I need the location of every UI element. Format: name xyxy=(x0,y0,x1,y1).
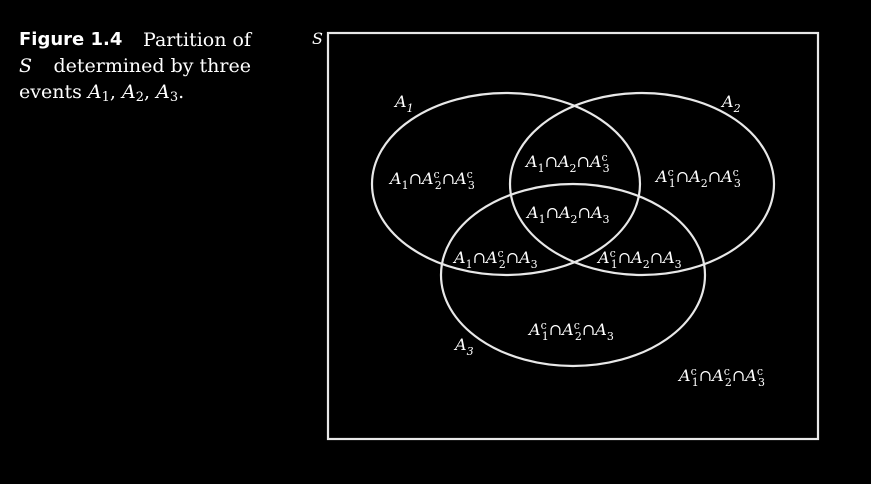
caption-events: A1, A2, A3. xyxy=(87,81,185,105)
caption-text-3: events xyxy=(19,81,82,103)
set-a2-label: A2 xyxy=(720,92,741,115)
set-a1-label: A1 xyxy=(393,92,414,115)
caption-line-1: Figure 1.4 Partition of xyxy=(19,27,251,53)
figure-caption: Figure 1.4 Partition of S determined by … xyxy=(19,27,251,105)
caption-event: A xyxy=(87,81,102,103)
caption-line-3: events A1, A2, A3. xyxy=(19,79,251,105)
sample-space-label: S xyxy=(312,29,323,48)
caption-event: A xyxy=(156,81,170,103)
caption-text-2: determined by three xyxy=(53,55,251,77)
caption-event: A xyxy=(122,81,136,103)
set-a3-ellipse xyxy=(439,182,707,368)
caption-text-1: Partition of xyxy=(143,29,251,51)
caption-sample-space: S xyxy=(19,55,33,77)
set-a3-label: A3 xyxy=(453,335,474,358)
region-label: A1∩A2∩A3 xyxy=(525,203,610,226)
set-a2-ellipse xyxy=(508,91,776,277)
set-a1-ellipse xyxy=(370,91,642,277)
figure-label: Figure 1.4 xyxy=(19,29,123,50)
caption-line-2: S determined by three xyxy=(19,53,251,79)
sample-space-box xyxy=(326,31,820,441)
